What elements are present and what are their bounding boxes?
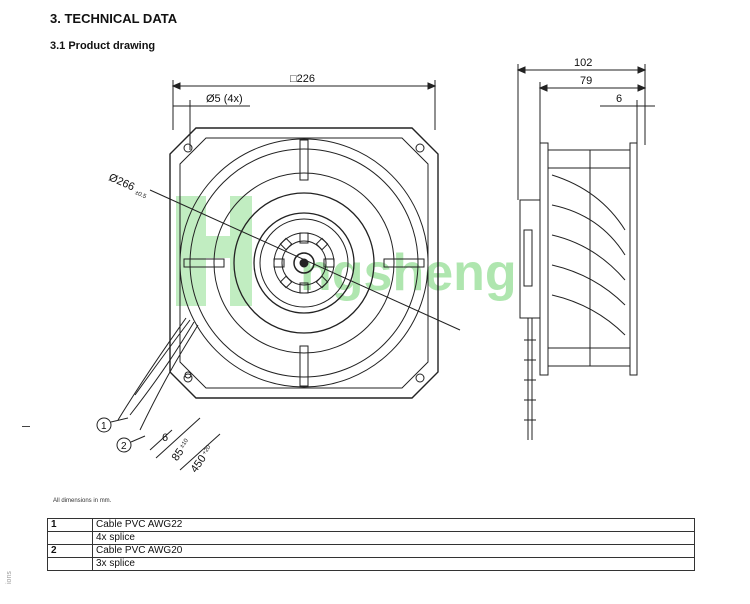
- dim-lead-short-label: 85: [170, 446, 187, 463]
- table-row: 4x splice: [47, 531, 695, 545]
- section-title: 3. TECHNICAL DATA: [50, 11, 178, 26]
- row-number: [47, 531, 93, 545]
- row-text: Cable PVC AWG22: [92, 518, 695, 532]
- dim-diameter-label: Ø266: [107, 172, 136, 194]
- dimensions-note: All dimensions in mm.: [53, 498, 112, 504]
- front-view: [96, 80, 461, 471]
- side-view: [516, 64, 655, 440]
- dim-flange-label: 6: [616, 93, 622, 105]
- cable-legend-table: 1 Cable PVC AWG22 4x splice 2 Cable PVC …: [47, 518, 695, 571]
- dim-body-label: 79: [580, 75, 592, 87]
- dim-lead-short-tolerance: ±10: [179, 437, 190, 449]
- front-view-labels: □226 Ø5 (4x) Ø266 ±0.5 1 2 6 85 ±10 450 …: [101, 73, 315, 475]
- row-number: 2: [47, 544, 93, 558]
- row-text: 3x splice: [92, 557, 695, 571]
- callout-2: 2: [121, 441, 127, 452]
- watermark-text: ngsheng: [300, 244, 517, 302]
- dim-strip-label: 6: [162, 432, 168, 444]
- subsection-title: 3.1 Product drawing: [50, 40, 156, 52]
- product-drawing: ngsheng: [96, 57, 655, 475]
- page-edge-mark: ions: [6, 571, 13, 584]
- row-text: 4x splice: [92, 531, 695, 545]
- dim-total-label: 102: [574, 57, 592, 69]
- dim-lead-long-tolerance: +20: [202, 444, 213, 456]
- callout-1: 1: [101, 421, 107, 432]
- table-row: 2 Cable PVC AWG20: [47, 544, 695, 558]
- row-text: Cable PVC AWG20: [92, 544, 695, 558]
- side-view-labels: 102 79 6: [574, 57, 622, 105]
- dim-diameter-tolerance: ±0.5: [134, 190, 148, 200]
- dim-hole-label: Ø5 (4x): [206, 93, 243, 105]
- margin-mark: [22, 426, 30, 427]
- row-number: [47, 557, 93, 571]
- table-row: 1 Cable PVC AWG22: [47, 518, 695, 532]
- dim-width-label: □226: [290, 73, 315, 85]
- table-row: 3x splice: [47, 557, 695, 571]
- row-number: 1: [47, 518, 93, 532]
